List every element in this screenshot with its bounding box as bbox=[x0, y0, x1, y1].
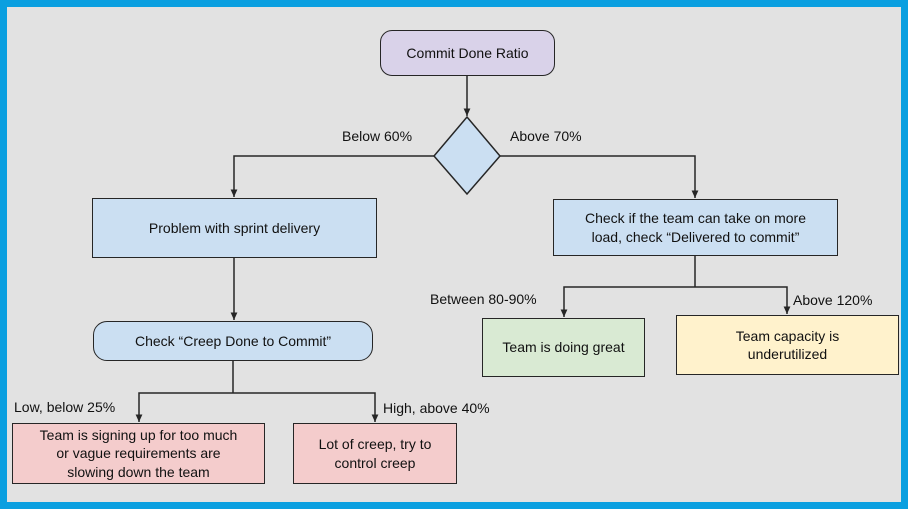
connector-to-underutilized bbox=[695, 286, 791, 314]
edge-label-below-60: Below 60% bbox=[342, 128, 413, 144]
edge-label-between-80-90: Between 80-90% bbox=[430, 291, 537, 307]
node-signing-up-too-much: Team is signing up for too much or vague… bbox=[12, 423, 265, 484]
edge-label-high-above-40: High, above 40% bbox=[383, 400, 490, 416]
edge-label-low-below-25: Low, below 25% bbox=[14, 399, 116, 415]
node-problem-sprint-delivery: Problem with sprint delivery bbox=[92, 198, 377, 258]
connector-to-signing-up bbox=[135, 392, 233, 422]
connector-decision-to-problem bbox=[230, 155, 434, 197]
node-team-capacity-underutilized: Team capacity is underutilized bbox=[676, 315, 899, 375]
decision-diamond bbox=[433, 115, 501, 196]
node-lot-of-creep: Lot of creep, try to control creep bbox=[293, 423, 457, 484]
connector-to-lot-of-creep bbox=[233, 392, 379, 422]
edge-label-above-70: Above 70% bbox=[510, 128, 582, 144]
edge-label-above-120: Above 120% bbox=[793, 292, 873, 308]
node-check-creep-done-to-commit: Check “Creep Done to Commit” bbox=[93, 321, 373, 361]
node-check-team-load: Check if the team can take on more load,… bbox=[553, 199, 838, 256]
node-team-doing-great: Team is doing great bbox=[482, 318, 645, 377]
connector-to-doing-great bbox=[560, 286, 695, 317]
connector-decision-to-check-load bbox=[500, 155, 699, 198]
node-commit-done-ratio: Commit Done Ratio bbox=[380, 30, 555, 76]
